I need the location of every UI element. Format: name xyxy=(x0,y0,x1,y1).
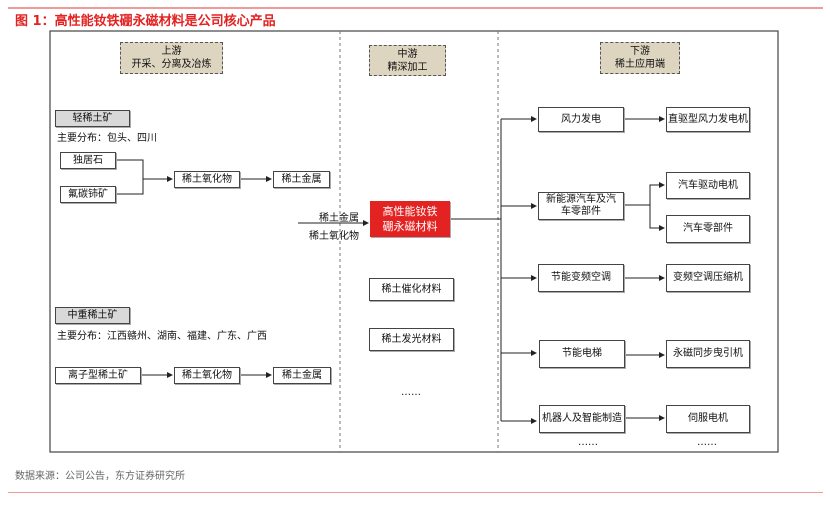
light-ore-distribution: 主要分布：包头、四川 xyxy=(57,133,157,144)
heavy-ore-distribution: 主要分布：江西赣州、湖南、福建、广东、广西 xyxy=(57,331,267,342)
luminescent-material: 稀土发光材料 xyxy=(369,328,454,351)
midstream-subtitle: 精深加工 xyxy=(387,61,428,73)
upstream-subtitle: 开采、分离及冶炼 xyxy=(131,59,212,70)
core-product-ndfeb: 高性能钕铁硼永磁材料 xyxy=(370,201,450,237)
product-compressor: 变频空调压缩机 xyxy=(666,264,750,292)
core-line-2: 硼永磁材料 xyxy=(382,220,438,233)
ion-ore: 离子型稀土矿 xyxy=(55,367,141,384)
app-elevator: 节能电梯 xyxy=(539,340,625,368)
app-wind: 风力发电 xyxy=(538,107,624,132)
ore-monazite: 独居石 xyxy=(60,152,116,169)
product-wind-generator: 直驱型风力发电机 xyxy=(666,107,750,132)
upstream-header: 上游开采、分离及冶炼 xyxy=(120,42,223,74)
app-ac: 节能变频空调 xyxy=(538,264,624,292)
heavy-metal: 稀土金属 xyxy=(273,367,331,384)
source-note: 数据来源：公司公告，东方证券研究所 xyxy=(15,471,185,482)
light-metal: 稀土金属 xyxy=(273,171,330,188)
upstream-title: 上游 xyxy=(161,46,182,57)
downstream-title: 下游 xyxy=(630,46,650,57)
downstream-subtitle: 稀土应用端 xyxy=(615,59,665,70)
products-more: …… xyxy=(697,437,717,448)
midstream-title: 中游 xyxy=(397,48,418,60)
app-nev: 新能源汽车及汽车零部件 xyxy=(538,192,624,220)
ore-bastnaesite: 氟碳铈矿 xyxy=(60,186,116,203)
heavy-oxide: 稀土氧化物 xyxy=(174,367,240,384)
catalyst-material: 稀土催化材料 xyxy=(369,278,454,301)
app-robot: 机器人及智能制造 xyxy=(539,405,625,433)
downstream-header: 下游稀土应用端 xyxy=(600,42,680,74)
core-line-1: 高性能钕铁 xyxy=(382,205,438,218)
midstream-more: …… xyxy=(401,387,421,398)
light-ore-label: 轻稀土矿 xyxy=(55,110,130,127)
product-servo-motor: 伺服电机 xyxy=(666,405,750,433)
figure-title: 图 1：高性能钕铁硼永磁材料是公司核心产品 xyxy=(15,14,276,29)
heavy-ore-label: 中重稀土矿 xyxy=(55,307,130,324)
apps-more: …… xyxy=(578,437,598,448)
midstream-header: 中游精深加工 xyxy=(369,45,446,76)
top-rule xyxy=(8,7,823,9)
product-drive-motor: 汽车驱动电机 xyxy=(666,172,750,199)
product-auto-parts: 汽车零部件 xyxy=(666,215,750,243)
input-oxide: 稀土氧化物 xyxy=(309,231,359,242)
product-traction-machine: 永磁同步曳引机 xyxy=(666,340,750,368)
bottom-rule xyxy=(8,492,823,493)
light-oxide: 稀土氧化物 xyxy=(174,171,240,188)
input-metal: 稀土金属 xyxy=(319,213,359,224)
